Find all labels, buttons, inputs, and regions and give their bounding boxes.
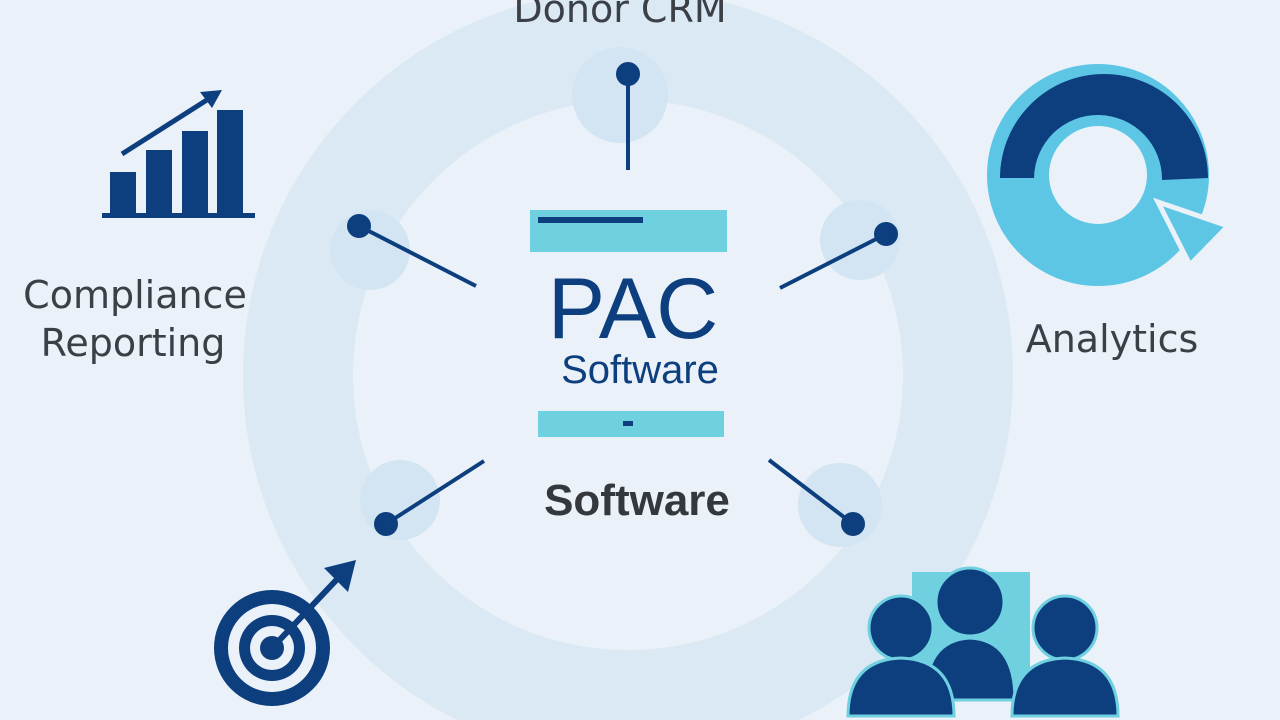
compliance-label-line1: Compliance — [23, 273, 247, 317]
compliance-label-line2: Reporting — [41, 321, 226, 365]
center-bottom-bar-mark — [623, 421, 633, 426]
center-title: PAC — [548, 261, 718, 357]
connector-blobs — [330, 47, 900, 547]
connector-dot-upper-left — [347, 214, 371, 238]
connector-dot-top — [616, 62, 640, 86]
connectors — [347, 62, 898, 536]
target-icon — [214, 560, 356, 706]
donut-chart-icon — [987, 64, 1233, 286]
center-caption: Software — [544, 476, 730, 525]
analytics-label: Analytics — [1026, 317, 1199, 361]
connector-upper-right — [779, 232, 887, 290]
background-ring — [243, 0, 1013, 720]
center-top-bar — [530, 210, 727, 252]
connector-dot-lower-right — [841, 512, 865, 536]
connector-lower-left — [384, 459, 486, 526]
donor-crm-label: Donor CRM — [513, 0, 726, 31]
connector-lower-right — [767, 458, 855, 526]
connector-upper-left — [358, 224, 477, 288]
connector-dot-upper-right — [874, 222, 898, 246]
users-group-icon — [846, 566, 1120, 718]
center-subtitle: Software — [561, 348, 719, 392]
connector-dot-lower-left — [374, 512, 398, 536]
center-top-bar-line — [538, 217, 643, 223]
bar-chart-growth-icon — [102, 90, 255, 218]
